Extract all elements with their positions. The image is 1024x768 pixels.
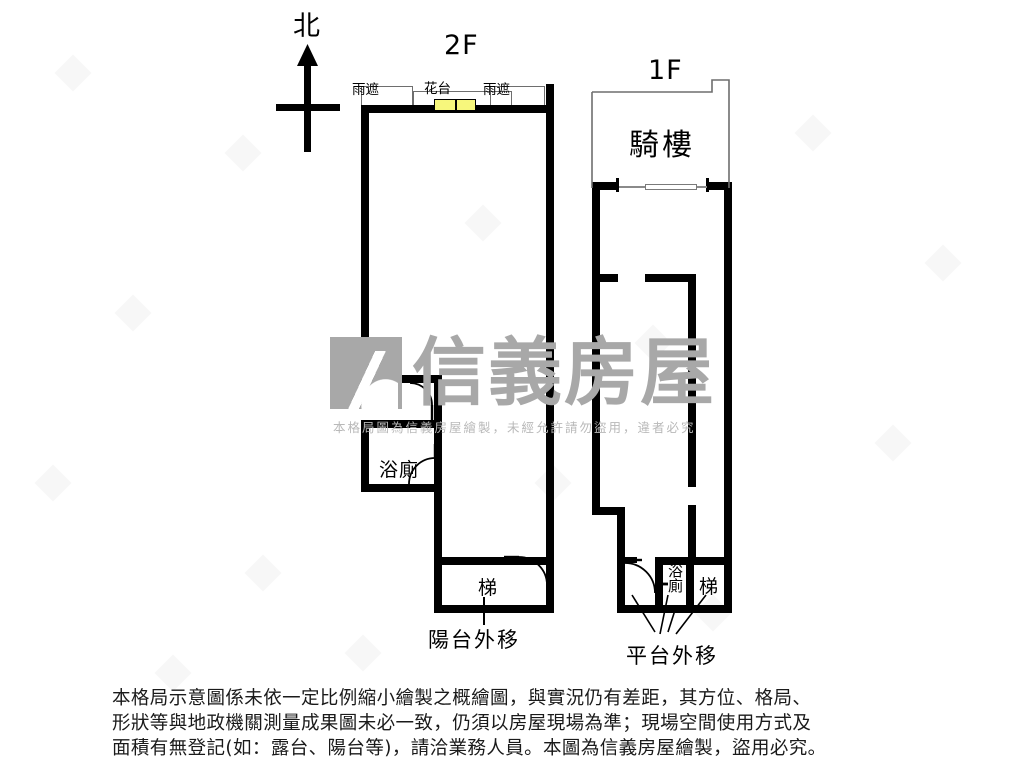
label-1f-bathroom: 浴廁 bbox=[664, 563, 686, 599]
label-balcony-moved-out: 陽台外移 bbox=[428, 628, 520, 652]
compass-north-label: 北 bbox=[293, 11, 320, 42]
wall-2f-right-upper bbox=[546, 84, 554, 113]
sliding-entrance-1f bbox=[645, 184, 697, 190]
wall-1f-bath-top bbox=[655, 557, 732, 565]
wall-2f-corridor-left bbox=[434, 484, 442, 613]
wall-2f-left-upper bbox=[361, 105, 369, 382]
wall-1f-left-upper bbox=[592, 182, 600, 515]
wall-1f-right bbox=[724, 182, 732, 613]
door-arc-2f-closet bbox=[409, 382, 433, 406]
label-2f-stairs: 梯 bbox=[478, 577, 499, 599]
leader-platform-1 bbox=[631, 594, 656, 633]
leader-line-balcony bbox=[483, 597, 485, 625]
wall-2f-closet-bottom bbox=[361, 420, 442, 428]
door-jamb-left bbox=[616, 178, 619, 192]
door-arc-1f-entry bbox=[624, 562, 656, 594]
wall-2f-bath-bottom bbox=[361, 484, 442, 492]
wall-1f-bottom bbox=[617, 605, 732, 613]
label-1f-arcade: 騎樓 bbox=[629, 128, 695, 163]
disclaimer-line-1: 本格局示意圖係未依一定比例縮小繪製之概繪圖，與實況仍有差距，其方位、格局、 bbox=[112, 688, 812, 709]
wall-1f-bath-right bbox=[686, 565, 694, 613]
wall-1f-bath-left bbox=[655, 565, 663, 613]
wall-2f-stair-top bbox=[434, 557, 554, 565]
window-2f-front bbox=[434, 99, 476, 111]
disclaimer-line-2: 形狀等與地政機關測量成果圖未必一致，仍須以房屋現場為準；現場空間使用方式及 bbox=[112, 713, 812, 734]
compass-horizontal-bar bbox=[276, 104, 340, 111]
wall-2f-bath-right bbox=[434, 428, 442, 492]
disclaimer-line-3: 面積有無登記(如：露台、陽台等)，請洽業務人員。本圖為信義房屋繪製，盜用必究。 bbox=[112, 738, 827, 759]
wall-2f-right bbox=[546, 105, 554, 613]
wall-1f-partition-vertical bbox=[688, 274, 696, 487]
wall-1f-left-jog bbox=[592, 507, 625, 515]
watermark-brand-text: 信義房屋 bbox=[412, 330, 716, 416]
wall-1f-entry-jamb bbox=[621, 557, 637, 563]
label-1f-bathroom-text: 浴廁 bbox=[666, 563, 684, 593]
wall-2f-closet-top bbox=[361, 375, 442, 383]
label-platform-moved-out: 平台外移 bbox=[626, 644, 718, 668]
disclaimer-text-block: 本格局示意圖係未依一定比例縮小繪製之概繪圖，與實況仍有差距，其方位、格局、 形狀… bbox=[112, 686, 922, 761]
wall-1f-partition-top bbox=[645, 274, 695, 282]
label-awning-right: 雨遮 bbox=[483, 82, 510, 98]
floor-title-2f: 2F bbox=[444, 30, 479, 61]
wall-2f-bath-left bbox=[361, 420, 369, 492]
compass-vertical-stem bbox=[304, 52, 311, 152]
floor-title-1f: 1F bbox=[648, 55, 683, 86]
label-awning-left: 雨遮 bbox=[352, 82, 379, 98]
wall-1f-partition-left-stub bbox=[592, 274, 618, 282]
label-1f-stairs: 梯 bbox=[699, 576, 720, 598]
wall-1f-partition-vertical-lower bbox=[688, 505, 696, 561]
wall-2f-bottom bbox=[434, 605, 554, 613]
door-jamb-right bbox=[706, 178, 709, 192]
label-flower-bed: 花台 bbox=[424, 81, 451, 97]
wall-2f-closet-right bbox=[434, 375, 442, 427]
label-2f-bathroom: 浴廁 bbox=[379, 459, 420, 481]
